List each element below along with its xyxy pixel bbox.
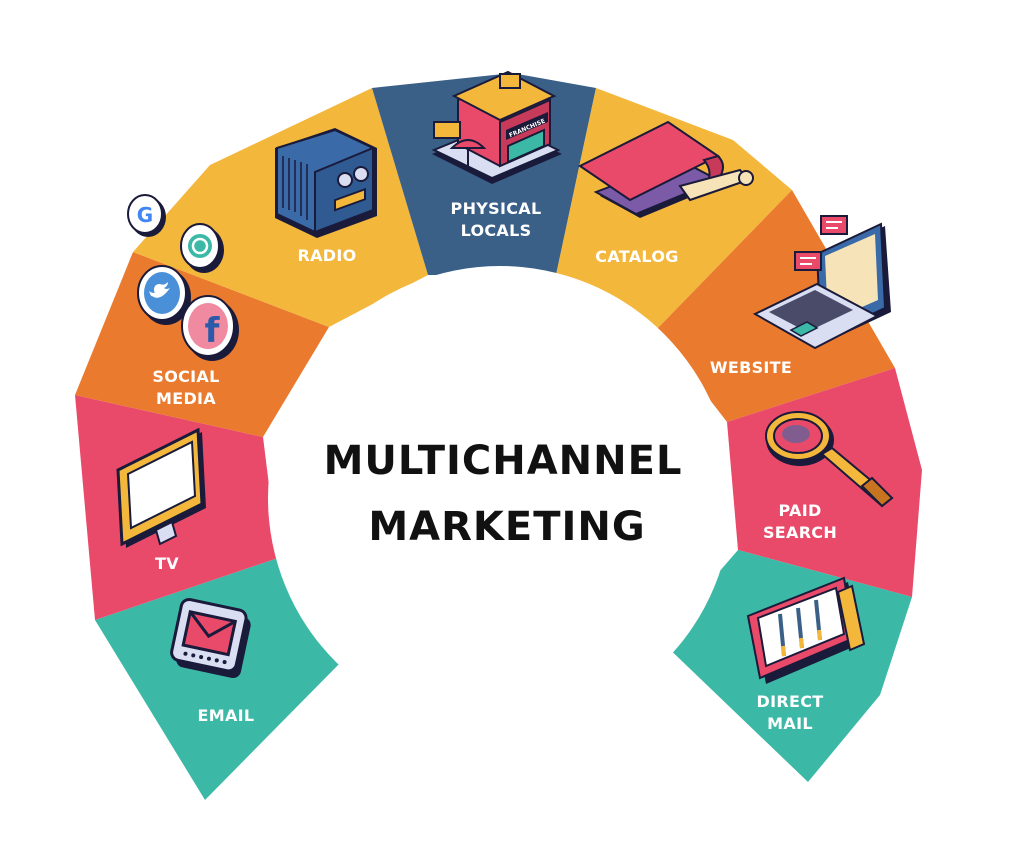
- label-catalog: CATALOG: [595, 247, 678, 266]
- svg-text:G: G: [137, 203, 153, 227]
- center-title-line1: MULTICHANNEL: [324, 438, 683, 484]
- facebook-icon: f: [181, 295, 239, 361]
- label-tv: TV: [155, 554, 179, 573]
- magnifier-icon: [765, 411, 894, 508]
- twitter-icon: [137, 265, 191, 325]
- label-physical-locals-line2: LOCALS: [461, 221, 532, 240]
- label-social-media-line2: MEDIA: [156, 389, 216, 408]
- clipboard-icon: [746, 576, 866, 684]
- center-title-line2: MARKETING: [368, 504, 645, 550]
- laptop-icon: [752, 215, 891, 350]
- storefront-icon: FRANCHISE: [431, 70, 562, 184]
- label-email: EMAIL: [198, 706, 255, 725]
- segment-email: [95, 558, 345, 800]
- label-paid-search-line2: SEARCH: [763, 523, 837, 542]
- label-radio: RADIO: [297, 246, 356, 265]
- catalog-icon: [578, 120, 754, 218]
- label-social-media-line1: SOCIAL: [152, 367, 219, 386]
- whatsapp-icon: [180, 223, 224, 273]
- center-circle: [268, 266, 732, 730]
- label-direct-mail-line2: MAIL: [767, 714, 813, 733]
- email-icon: [170, 597, 251, 678]
- label-direct-mail-line1: DIRECT: [757, 692, 824, 711]
- radio-icon: [275, 128, 377, 238]
- google-icon: G: [127, 194, 166, 237]
- svg-text:f: f: [205, 311, 221, 351]
- tv-icon: [116, 427, 206, 548]
- label-paid-search-line1: PAID: [778, 501, 821, 520]
- label-website: WEBSITE: [710, 358, 792, 377]
- bottom-gap: [345, 640, 660, 844]
- label-physical-locals-line1: PHYSICAL: [451, 199, 542, 218]
- social-media-icons: G f: [127, 194, 239, 361]
